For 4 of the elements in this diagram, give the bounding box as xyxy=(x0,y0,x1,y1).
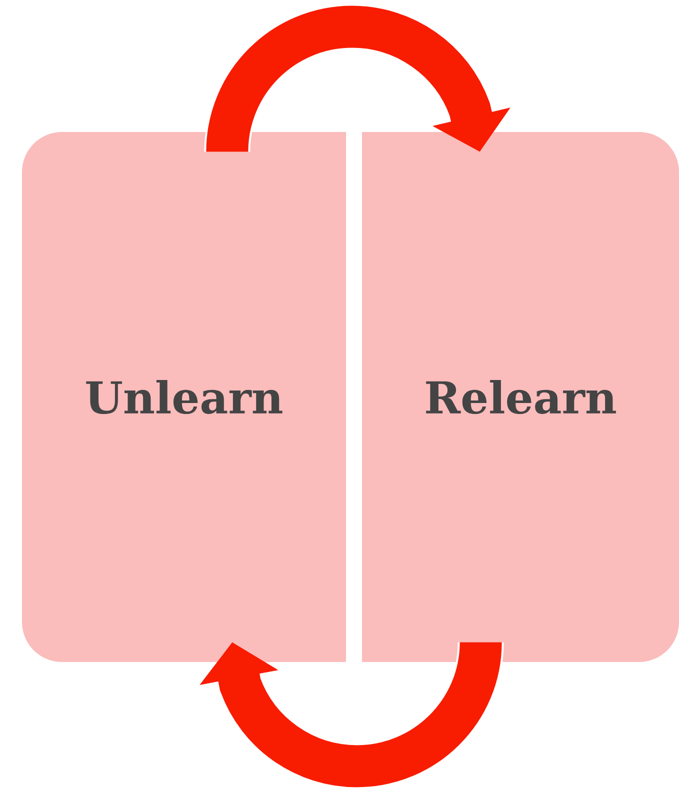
curved-arrow xyxy=(204,4,510,154)
text-box: Relearn xyxy=(362,132,679,662)
text-box: Unlearn xyxy=(22,132,346,662)
curved-arrow xyxy=(200,640,504,789)
